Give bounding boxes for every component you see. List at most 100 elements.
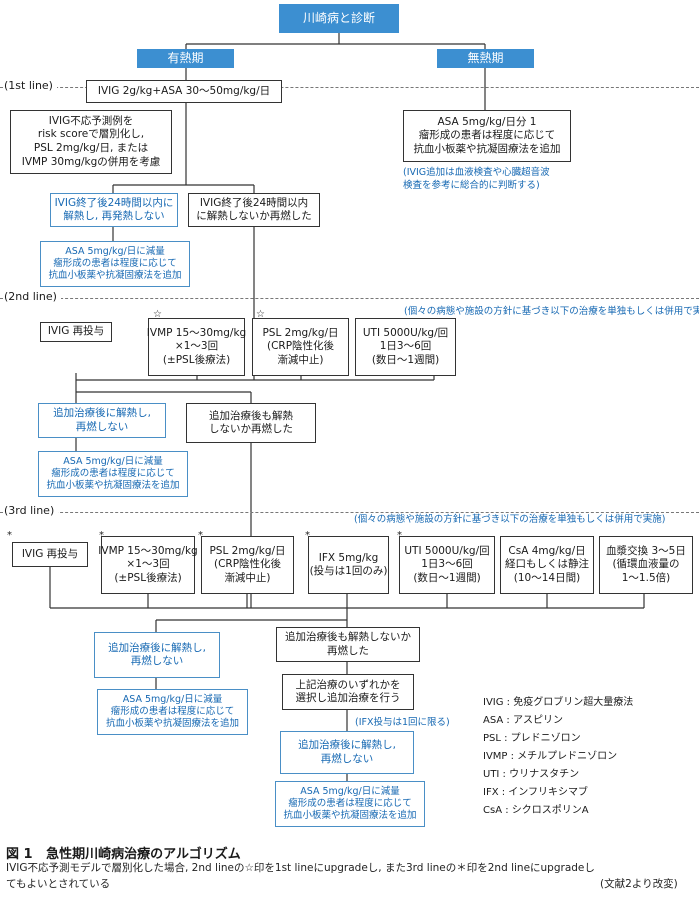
second-line-divider	[0, 298, 699, 299]
second-refractory-line: 追加治療後も解熱	[209, 409, 293, 422]
third-asa-box: ASA 5mg/kg/日に減量 瘤形成の患者は程度に応じて 抗血小板薬や抗凝固療…	[97, 689, 248, 735]
figure-number: 図 1	[6, 847, 33, 862]
second-resolved-line: 追加治療後に解熱し,	[53, 407, 151, 420]
second-psl-box: PSL 2mg/kg/日 (CRP陰性化後 漸減中止)	[252, 318, 349, 376]
third-line-note: (個々の病態や施設の方針に基づき以下の治療を単独もしくは併用で実施)	[354, 514, 666, 525]
second-line-label: (2nd line)	[4, 290, 61, 303]
first-resolved-line: IVIG終了後24時間以内に	[54, 196, 174, 209]
afebrile-note: (IVIG追加は血液検査や心臓超音波 検査を参考に総合的に判断する)	[403, 166, 550, 193]
psl-line: (CRP陰性化後	[266, 340, 335, 353]
star-mark: ☆	[153, 309, 162, 320]
third-line-divider	[0, 512, 699, 513]
second-resolved-box: 追加治療後に解熱し, 再燃しない	[38, 403, 166, 438]
asterisk-mark: *	[99, 530, 104, 541]
asa-line: 瘤形成の患者は程度に応じて	[110, 706, 235, 718]
third-ivmp-box: IVMP 15～30mg/kg ×1～3回 (±PSL後療法)	[98, 536, 198, 594]
psl-line: PSL 2mg/kg/日	[262, 327, 339, 340]
psl-line: (CRP陰性化後	[213, 558, 282, 571]
ivmp-line: ×1～3回	[174, 340, 219, 353]
asa-line: 抗血小板薬や抗凝固療法を追加	[105, 717, 239, 729]
abbreviation-legend: IVIG : 免疫グロブリン超大量療法 ASA : アスピリン PSL : プレ…	[483, 694, 633, 820]
final-asa-box: ASA 5mg/kg/日に減量 瘤形成の患者は程度に応じて 抗血小板薬や抗凝固療…	[275, 781, 425, 827]
third-resolved-box: 追加治療後に解熱し, 再燃しない	[94, 632, 220, 678]
first-resolved-box: IVIG終了後24時間以内に 解熱し, 再発熱しない	[50, 193, 178, 227]
psl-line: 漸減中止)	[277, 353, 324, 366]
asterisk-mark: *	[397, 530, 402, 541]
asa-line: ASA 5mg/kg/日に減量	[65, 246, 165, 258]
afebrile-phase-header: 無熱期	[437, 49, 534, 68]
ivmp-line: ×1～3回	[126, 558, 170, 571]
afebrile-note-line: (IVIG追加は血液検査や心臓超音波	[403, 167, 550, 178]
asa-line: 抗血小板薬や抗凝固療法を追加	[46, 479, 180, 491]
legend-item: UTI : ウリナスタチン	[483, 769, 580, 780]
third-resolved-line: 追加治療後に解熱し,	[108, 641, 206, 654]
third-ivig-box: IVIG 再投与	[12, 542, 88, 567]
first-refractory-line: に解熱しないか再燃した	[196, 210, 312, 222]
third-line-label: (3rd line)	[4, 504, 59, 517]
legend-item: ASA : アスピリン	[483, 715, 563, 726]
plasma-exchange-line: 血漿交換 3～5日	[606, 545, 686, 558]
caption-source: (文献2より改変)	[600, 878, 678, 890]
risk-stratification-box: IVIG不応予測例を risk scoreで層別化し, PSL 2mg/kg/日…	[10, 110, 172, 174]
second-asa-box: ASA 5mg/kg/日に減量 瘤形成の患者は程度に応じて 抗血小板薬や抗凝固療…	[38, 451, 188, 497]
legend-item: IVMP : メチルプレドニゾロン	[483, 751, 618, 762]
uti-line: 1日3～6回	[421, 558, 473, 571]
ivmp-line: IVMP 15～30mg/kg	[98, 545, 198, 558]
caption-text-line-1: IVIG不応予測モデルで層別化した場合, 2nd lineの☆印を1st lin…	[6, 862, 595, 874]
plasma-exchange-line: 1～1.5倍)	[621, 571, 671, 584]
first-asa-box: ASA 5mg/kg/日に減量 瘤形成の患者は程度に応じて 抗血小板薬や抗凝固療…	[40, 241, 190, 287]
ivmp-line: (±PSL後療法)	[162, 353, 231, 366]
figure-caption-title: 図 1 急性期川崎病治療のアルゴリズム	[6, 843, 241, 862]
ifx-limit-note: (IFX投与は1回に限る)	[355, 717, 450, 728]
select-line: 上記治療のいずれかを	[295, 678, 401, 691]
legend-item: PSL : プレドニゾロン	[483, 733, 581, 744]
legend-item: IFX : インフリキシマブ	[483, 787, 588, 798]
third-refractory-box: 追加治療後も解熱しないか 再燃した	[276, 627, 420, 662]
third-psl-box: PSL 2mg/kg/日 (CRP陰性化後 漸減中止)	[201, 536, 294, 594]
select-additional-box: 上記治療のいずれかを 選択し追加治療を行う	[282, 674, 414, 710]
febrile-phase-header: 有熱期	[137, 49, 234, 68]
csa-line: CsA 4mg/kg/日	[508, 545, 586, 558]
third-refractory-line: 再燃した	[327, 644, 369, 657]
select-line: 選択し追加治療を行う	[295, 692, 401, 704]
asa-line: ASA 5mg/kg/日に減量	[300, 786, 400, 798]
third-uti-box: UTI 5000U/kg/回 1日3～6回 (数日～1週間)	[399, 536, 495, 594]
asa-line: ASA 5mg/kg/日に減量	[63, 456, 163, 468]
first-refractory-box: IVIG終了後24時間以内 に解熱しないか再燃した	[188, 193, 320, 227]
second-refractory-line: しないか再燃した	[209, 423, 293, 435]
second-ivig-box: IVIG 再投与	[40, 322, 112, 342]
first-line-label: (1st line)	[4, 79, 57, 92]
csa-line: 経口もしくは静注	[505, 558, 589, 571]
asterisk-mark: *	[305, 530, 310, 541]
afebrile-asa-box: ASA 5mg/kg/日分 1 瘤形成の患者は程度に応じて 抗血小板薬や抗凝固療…	[403, 110, 571, 162]
final-resolved-line: 追加治療後に解熱し,	[298, 739, 396, 752]
second-resolved-line: 再燃しない	[75, 420, 129, 433]
second-ivmp-box: IVMP 15～30mg/kg ×1～3回 (±PSL後療法)	[147, 318, 246, 376]
ifx-line: (投与は1回のみ)	[309, 565, 388, 577]
second-line-note: (個々の病態や施設の方針に基づき以下の治療を単独もしくは併用で実施)	[404, 306, 699, 317]
csa-line: (10～14日間)	[513, 571, 581, 584]
asa-line: 瘤形成の患者は程度に応じて	[51, 468, 175, 480]
afebrile-asa-line: 瘤形成の患者は程度に応じて	[418, 129, 556, 142]
star-mark: ☆	[256, 309, 265, 320]
afebrile-asa-line: 抗血小板薬や抗凝固療法を追加	[413, 142, 561, 155]
asa-line: 瘤形成の患者は程度に応じて	[288, 798, 412, 810]
uti-line: UTI 5000U/kg/回	[404, 545, 490, 558]
ivmp-line: (±PSL後療法)	[114, 571, 182, 584]
first-refractory-line: IVIG終了後24時間以内	[199, 196, 309, 209]
asa-line: 瘤形成の患者は程度に応じて	[53, 258, 177, 270]
figure-title: 急性期川崎病治療のアルゴリズム	[46, 847, 241, 862]
uti-line: 1日3～6回	[379, 340, 432, 353]
plasma-exchange-line: (循環血液量の	[612, 558, 680, 571]
risk-line: IVMP 30mg/kgの併用を考慮	[21, 155, 161, 168]
asterisk-mark: *	[198, 530, 203, 541]
risk-line: risk scoreで層別化し,	[37, 128, 145, 141]
afebrile-phase-label: 無熱期	[467, 51, 504, 65]
third-plasma-exchange-box: 血漿交換 3～5日 (循環血液量の 1～1.5倍)	[599, 536, 693, 594]
asa-line: 抗血小板薬や抗凝固療法を追加	[283, 809, 417, 821]
asterisk-mark: *	[7, 530, 12, 541]
asa-line: 抗血小板薬や抗凝固療法を追加	[48, 269, 182, 281]
legend-item: CsA : シクロスポリンA	[483, 805, 589, 816]
caption-text-line-2: てもよいとされている	[6, 878, 111, 890]
afebrile-asa-line: ASA 5mg/kg/日分 1	[437, 116, 537, 129]
